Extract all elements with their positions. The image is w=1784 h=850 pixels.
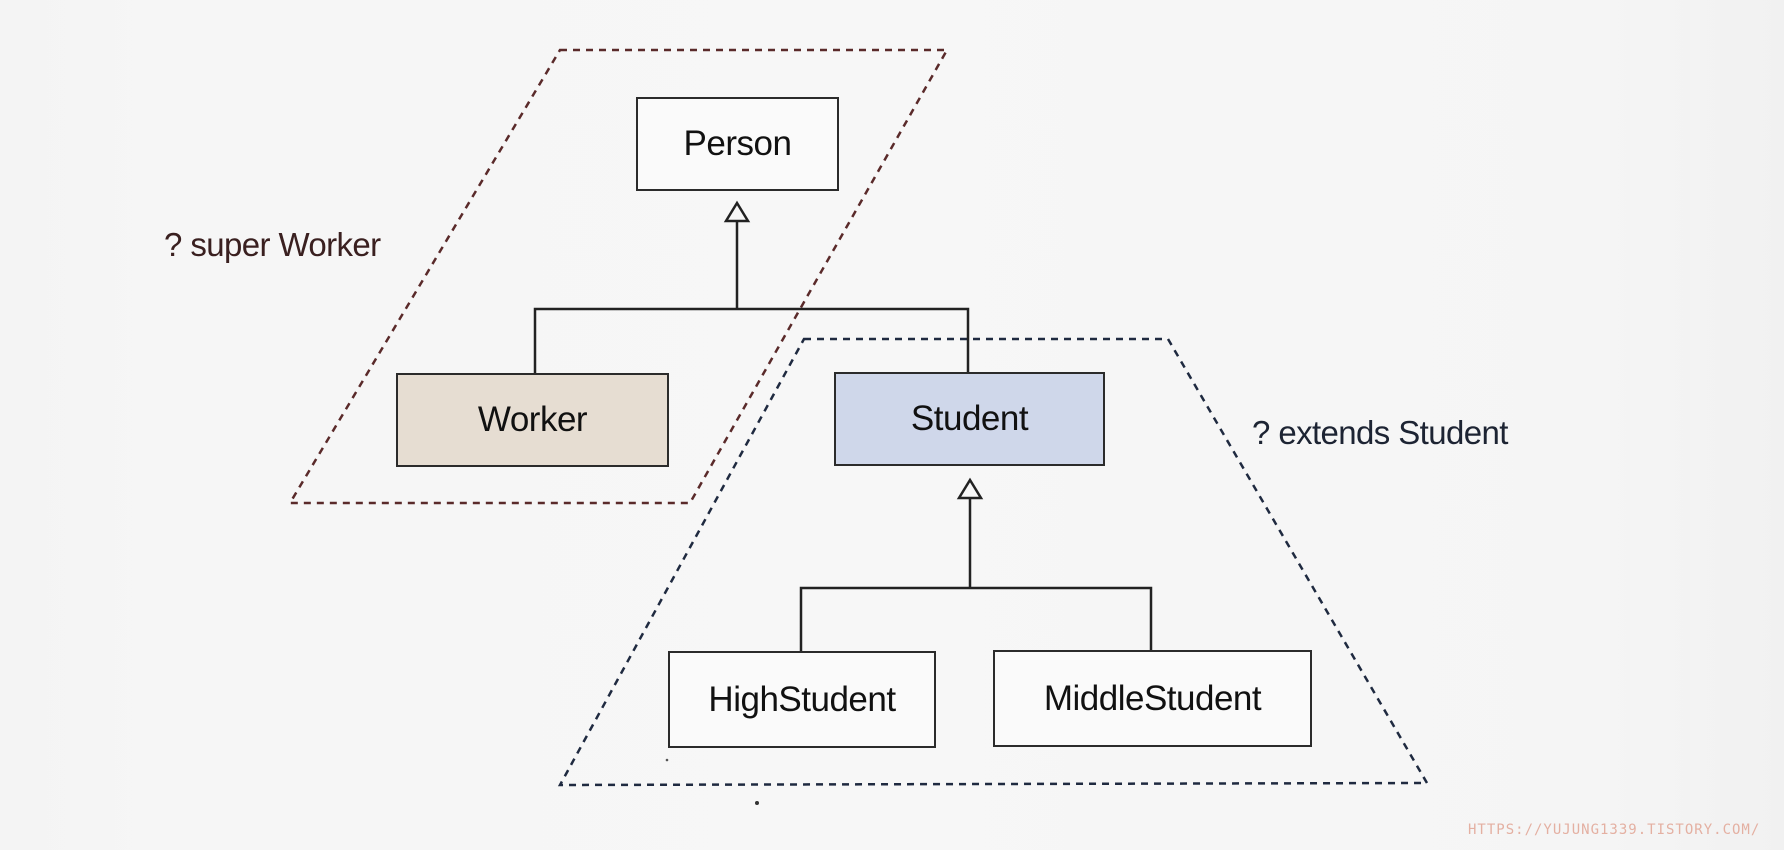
high-student-class-label: HighStudent bbox=[708, 679, 896, 719]
middle-student-class-box: MiddleStudent bbox=[993, 650, 1312, 747]
high-student-class-box: HighStudent bbox=[668, 651, 936, 748]
person-inheritance-connector bbox=[533, 221, 970, 373]
worker-class-label: Worker bbox=[477, 400, 588, 439]
person-class-box: Person bbox=[636, 97, 839, 191]
watermark-url: HTTPS://YUJUNG1339.TISTORY.COM/ bbox=[1468, 822, 1761, 838]
person-inheritance-arrowhead bbox=[723, 200, 751, 223]
student-class-box: Student bbox=[834, 372, 1105, 466]
speck-dot bbox=[755, 801, 759, 805]
student-class-label: Student bbox=[910, 399, 1029, 438]
student-inheritance-connector bbox=[799, 498, 1153, 651]
worker-class-box: Worker bbox=[396, 373, 669, 467]
student-inheritance-arrowhead bbox=[956, 477, 984, 500]
middle-student-class-label: MiddleStudent bbox=[1043, 678, 1262, 718]
speck-dot bbox=[665, 758, 669, 762]
super-worker-region bbox=[287, 48, 950, 505]
super-worker-label: ? super Worker bbox=[164, 226, 381, 263]
extends-student-label: ? extends Student bbox=[1252, 414, 1508, 451]
person-class-label: Person bbox=[683, 124, 792, 163]
extends-student-region bbox=[557, 337, 1430, 787]
